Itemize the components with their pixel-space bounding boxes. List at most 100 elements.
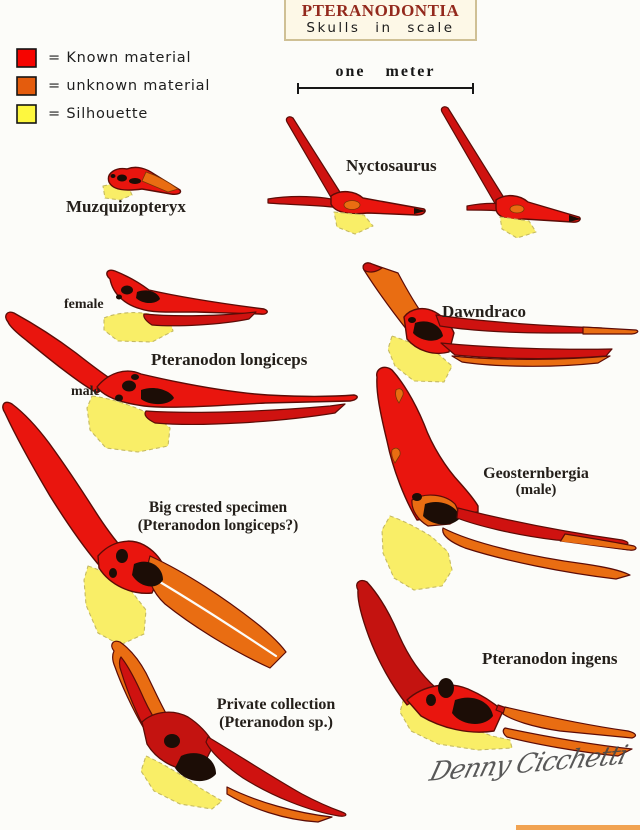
scale-bar-line (297, 87, 474, 89)
big-crested-fenestra (132, 561, 163, 587)
label-big-crested: Big crested specimen (Pteranodon longice… (130, 499, 306, 535)
dawndraco-naris (408, 317, 416, 323)
geosternbergia-jaw-gap (538, 538, 632, 554)
private-crest-outer (111, 640, 169, 728)
private-lower-jaw-edge (226, 786, 333, 823)
known-material-swatch-icon (16, 48, 37, 68)
longiceps-male-silhouette (86, 395, 171, 453)
nyctosaurus-left-silhouette (333, 211, 374, 235)
big-crested-naris (116, 549, 128, 563)
dawndraco-beak-tip (582, 326, 639, 335)
label-private-line2: (Pteranodon sp.) (219, 714, 333, 731)
dawndraco-lower-jaw-edge (451, 355, 611, 367)
geosternbergia-fenestra (423, 501, 460, 525)
page-subtitle: Skulls in scale (306, 20, 455, 36)
longiceps-female-cranium-beak (106, 269, 268, 315)
longiceps-male-orbit (115, 394, 123, 402)
longiceps-female-naris (121, 285, 133, 295)
legend-label-silhouette: = Silhouette (48, 106, 149, 122)
scale-bar-label: one meter (335, 63, 436, 80)
nyctosaurus-skull-left (267, 116, 426, 235)
private-silhouette (140, 755, 223, 810)
label-pteranodon-ingens: Pteranodon ingens (482, 649, 618, 668)
label-private-line1: Private collection (216, 696, 336, 713)
legend-label-known: = Known material (48, 50, 192, 66)
longiceps-male-skull (5, 311, 358, 453)
dawndraco-lower-jaw (440, 342, 613, 360)
longiceps-male-spot (131, 374, 139, 380)
nyctosaurus-right-silhouette (499, 216, 537, 239)
scale-bar-right-tick (472, 83, 474, 94)
label-dawndraco: Dawndraco (442, 302, 527, 321)
cropped-orange-strip (516, 825, 640, 830)
muzquizopteryx-orbit (129, 178, 141, 184)
private-beak (205, 736, 347, 817)
dawndraco-fenestra (413, 321, 443, 341)
label-muzquizopteryx: Muzquizopteryx (66, 197, 186, 216)
label-big-crested-line2: (Pteranodon longiceps?) (137, 517, 299, 534)
longiceps-male-lower-jaw (144, 403, 346, 425)
dawndraco-skull (362, 262, 639, 383)
dawndraco-crest-tip (362, 262, 383, 273)
muzquizopteryx-fenestra (117, 174, 127, 182)
private-naris (164, 734, 180, 748)
geosternbergia-naris (412, 493, 422, 501)
muzquizopteryx-beak (141, 171, 179, 193)
big-crested-crest (2, 401, 124, 565)
ingens-crest (356, 579, 437, 706)
geosternbergia-skull (376, 366, 637, 591)
page-title: PTERANODONTIA (301, 1, 460, 20)
ingens-naris (438, 678, 454, 698)
longiceps-male-naris (122, 380, 136, 392)
geosternbergia-crest-patch-upper (395, 388, 404, 404)
nyctosaurus-right-crest (440, 106, 507, 208)
big-crested-jaw-gap (158, 580, 278, 658)
ingens-upper-beak (502, 706, 637, 739)
big-crested-beak (147, 555, 287, 669)
label-big-crested-line1: Big crested specimen (148, 499, 288, 516)
legend-label-unknown: = unknown material (48, 78, 211, 94)
legend-item-unknown: = unknown material (16, 76, 210, 96)
geosternbergia-lower-jaw (442, 527, 631, 580)
geosternbergia-beak-tip (559, 533, 637, 551)
label-geosternbergia-line2: (male) (515, 482, 557, 498)
nyctosaurus-right-beak-tip (569, 215, 581, 222)
label-longiceps-female: female (64, 297, 104, 312)
longiceps-male-fenestra (141, 387, 174, 405)
longiceps-female-fenestra (136, 290, 160, 304)
label-longiceps-male: male (71, 384, 100, 399)
big-crested-orbit (109, 568, 117, 578)
nyctosaurus-left-jaw-spike (267, 195, 342, 209)
label-nyctosaurus: Nyctosaurus (346, 156, 437, 175)
scale-bar (297, 83, 474, 94)
legend: = Known material = unknown material = Si… (16, 48, 210, 132)
dawndraco-silhouette (387, 335, 453, 383)
private-collection-skull (111, 640, 347, 823)
ingens-orbit (426, 694, 436, 706)
private-fenestra (175, 753, 216, 782)
longiceps-female-lower-jaw (143, 311, 257, 327)
muzquizopteryx-skull (102, 166, 182, 201)
geosternbergia-silhouette (381, 515, 453, 591)
ingens-skull (356, 579, 637, 757)
legend-item-silhouette: = Silhouette (16, 104, 210, 124)
label-pteranodon-longiceps: Pteranodon longiceps (151, 350, 308, 369)
label-geosternbergia-line1: Geosternbergia (483, 465, 589, 482)
muzquizopteryx-naris (110, 174, 116, 178)
ingens-fenestra (452, 697, 493, 724)
geosternbergia-crest (376, 366, 479, 521)
ingens-lower-jaw (502, 727, 633, 757)
legend-item-known: = Known material (16, 48, 210, 68)
label-private-collection: Private collection (Pteranodon sp.) (200, 696, 352, 732)
big-crested-silhouette (83, 565, 147, 646)
longiceps-male-crest (5, 311, 115, 394)
nyctosaurus-skull-right (440, 106, 581, 239)
unknown-material-swatch-icon (16, 76, 37, 96)
longiceps-female-skull (103, 269, 268, 343)
label-geosternbergia: Geosternbergia (male) (468, 465, 604, 499)
longiceps-female-orbit (116, 294, 122, 300)
title-box: PTERANODONTIA Skulls in scale (284, 0, 477, 41)
geosternbergia-upper-beak (456, 507, 629, 546)
